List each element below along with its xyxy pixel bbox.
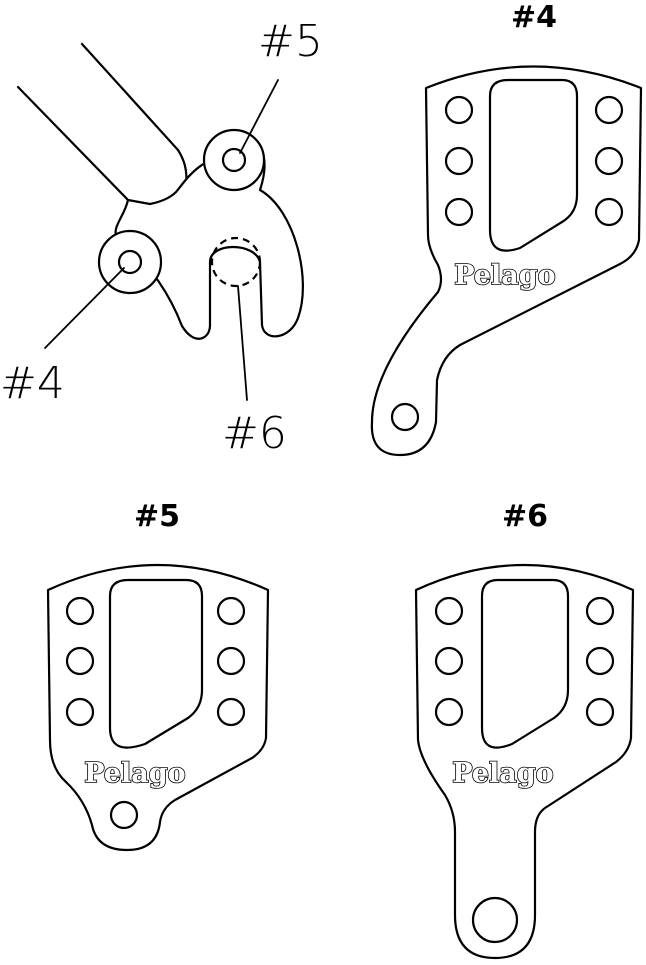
plate-4-hole xyxy=(444,197,474,227)
callout-5: #5 xyxy=(258,16,323,67)
plate-5-hole xyxy=(216,697,246,727)
plate-5-hole xyxy=(65,596,95,626)
plate-5-title: #5 xyxy=(134,499,180,534)
leader-4 xyxy=(44,267,125,349)
plate-6-hole xyxy=(585,596,615,626)
plate-6-hole xyxy=(585,646,615,676)
plate-6-hole xyxy=(434,596,464,626)
plate-6-window xyxy=(480,578,570,749)
plate-4-window xyxy=(488,78,579,252)
frame-tube xyxy=(16,42,188,214)
plate-5-brand: Pelago xyxy=(84,758,185,789)
callout-4: #4 xyxy=(0,358,65,409)
plate-4-brand: Pelago xyxy=(454,260,555,291)
plate-4-mount-hole xyxy=(390,402,420,432)
plate-6-outline xyxy=(414,563,635,960)
plate-5-window xyxy=(108,578,204,749)
plate-6-hole xyxy=(585,697,615,727)
plate-5-hole xyxy=(216,646,246,676)
plate-4-hole xyxy=(594,146,624,176)
plate-4-hole xyxy=(444,95,474,125)
callout-6: #6 xyxy=(222,408,287,459)
plate-5: #5 Pelago xyxy=(46,499,270,852)
plate-5-hole xyxy=(65,697,95,727)
plate-6-hole xyxy=(434,697,464,727)
axle-6-dashed xyxy=(210,236,262,288)
dropout-overview: #5 #4 #6 xyxy=(0,16,323,459)
eyelet-5-hole xyxy=(221,147,247,173)
plate-4: #4 Pelago xyxy=(370,0,643,457)
plate-4-hole xyxy=(594,95,624,125)
plate-6-title: #6 xyxy=(502,499,548,534)
plate-5-hole xyxy=(216,596,246,626)
plate-6: #6 Pelago xyxy=(414,499,635,960)
leader-6 xyxy=(237,285,248,401)
plate-4-hole xyxy=(444,146,474,176)
plate-4-title: #4 xyxy=(511,0,557,35)
leader-5 xyxy=(239,79,279,154)
plate-6-hole xyxy=(434,646,464,676)
plate-5-mount-hole xyxy=(109,800,139,830)
plate-5-hole xyxy=(65,646,95,676)
plate-4-hole xyxy=(594,197,624,227)
plate-6-brand: Pelago xyxy=(452,758,553,789)
plate-6-mount-hole xyxy=(471,896,519,944)
